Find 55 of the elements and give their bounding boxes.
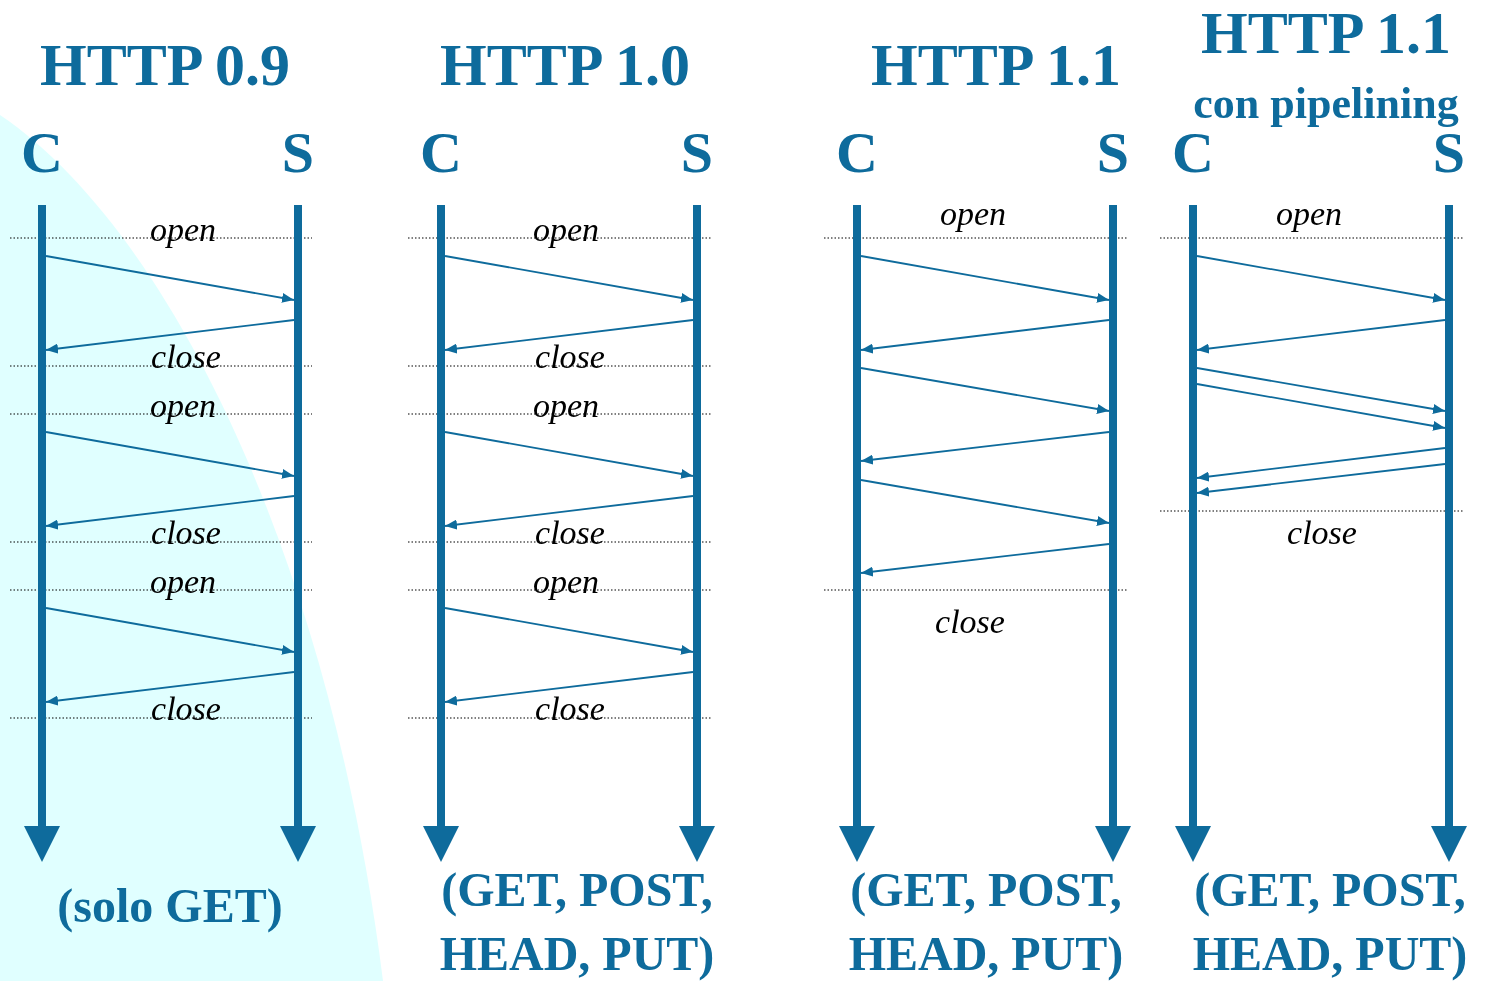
message-arrow xyxy=(444,431,694,479)
lifeline-label: C xyxy=(420,121,462,185)
step-label: open xyxy=(532,387,600,425)
message-arrow xyxy=(45,495,295,530)
step-label: open xyxy=(149,211,217,249)
heading: HTTP 1.1 xyxy=(870,33,1122,97)
step-label: close xyxy=(535,690,605,728)
step-label: close xyxy=(1287,514,1357,552)
step-label: open xyxy=(149,563,217,601)
message-arrow xyxy=(45,607,295,655)
message-arrow xyxy=(1196,383,1446,431)
method-note: (GET, POST, HEAD, PUT) xyxy=(438,862,716,981)
message-arrow xyxy=(860,479,1110,526)
message-arrow xyxy=(1196,255,1446,303)
step-label: close xyxy=(151,514,221,552)
method-note: (GET, POST, HEAD, PUT) xyxy=(847,862,1125,981)
message-arrow xyxy=(444,671,694,706)
message-arrow xyxy=(1196,447,1446,482)
message-arrow xyxy=(45,319,295,354)
step-label: close xyxy=(535,338,605,376)
message-arrow xyxy=(860,431,1110,465)
message-arrow xyxy=(45,431,295,479)
message-arrow xyxy=(444,319,694,354)
heading: HTTP 1.0 xyxy=(439,33,691,97)
heading: HTTP 1.1 xyxy=(1200,1,1452,65)
method-note: (GET, POST, HEAD, PUT) xyxy=(1191,862,1469,981)
lifeline-label: S xyxy=(680,121,714,185)
message-arrow xyxy=(444,607,694,655)
message-arrow xyxy=(860,319,1110,354)
step-label: open xyxy=(532,563,600,601)
step-label: close xyxy=(151,690,221,728)
heading: HTTP 0.9 xyxy=(39,33,291,97)
lifeline-label: C xyxy=(21,121,63,185)
message-arrow xyxy=(45,255,295,303)
step-label: open xyxy=(1275,195,1343,233)
message-arrow xyxy=(860,255,1110,303)
lifeline-label: C xyxy=(836,121,878,185)
step-label: open xyxy=(532,211,600,249)
step-label: close xyxy=(151,338,221,376)
message-arrow xyxy=(45,671,295,706)
message-arrow xyxy=(1196,463,1446,497)
message-arrow xyxy=(444,495,694,530)
step-label: close xyxy=(935,603,1005,641)
message-arrow xyxy=(1196,319,1446,354)
step-label: close xyxy=(535,514,605,552)
method-note: (solo GET) xyxy=(56,878,284,935)
message-arrow xyxy=(1196,367,1446,414)
lifeline-label: S xyxy=(281,121,315,185)
message-arrow xyxy=(860,543,1110,577)
message-arrow xyxy=(444,255,694,303)
lifeline-label: C xyxy=(1172,121,1214,185)
lifeline-label: S xyxy=(1096,121,1130,185)
step-label: open xyxy=(149,387,217,425)
step-label: open xyxy=(939,195,1007,233)
message-arrow xyxy=(860,367,1110,414)
